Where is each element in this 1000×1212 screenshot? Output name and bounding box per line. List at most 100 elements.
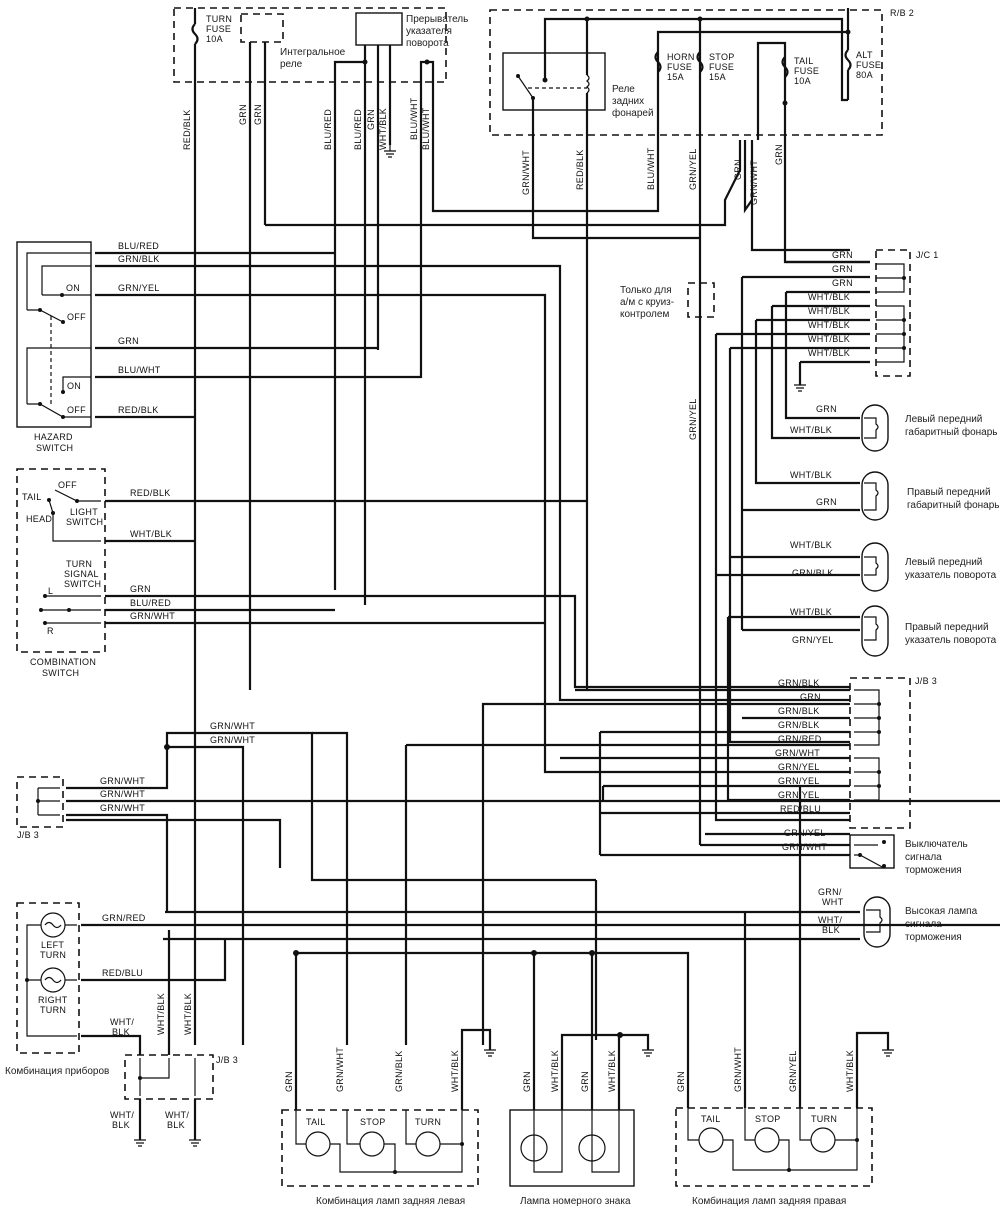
license-lamp-label: Лампа номерного знака <box>520 1196 631 1207</box>
horn-fuse-rating: 15A <box>667 72 684 82</box>
rb2-vertical-wires <box>531 140 870 847</box>
rear-right-turn-label: TURN <box>811 1114 837 1124</box>
flasher-unit <box>355 12 403 46</box>
flasher-label-3: поворота <box>406 38 449 49</box>
wire-label: BLU/RED <box>323 109 333 150</box>
tail-fuse-rating: 10A <box>794 76 811 86</box>
cruise-only-label-3: контролем <box>620 309 669 320</box>
wire-label: RED/BLK <box>130 488 171 498</box>
light-off-label: OFF <box>58 480 77 490</box>
wire-label: WHT/BLK <box>378 108 388 150</box>
wire-label: GRN/RED <box>778 734 822 744</box>
right-turn-label-2: TURN <box>40 1005 66 1015</box>
integral-relay-label: Интегральное <box>280 47 346 58</box>
bulb-icon <box>864 417 879 439</box>
hazard-off-label: OFF <box>67 312 86 322</box>
left-front-turn-label: Левый передний <box>905 557 982 568</box>
wire-label: BLU/WHT <box>646 147 656 190</box>
wire-label: GRN/WHT <box>749 160 759 205</box>
hazard-switch-label: HAZARD <box>34 432 73 442</box>
hazard-on-label: ON <box>66 283 80 293</box>
wire-label: GRN/WHT <box>733 1047 743 1092</box>
alt-fuse-icon <box>844 49 852 71</box>
wire-label: GRN <box>800 692 821 702</box>
turn-r-label: R <box>47 626 54 636</box>
high-mount-stop-lamp: Высокая лампа сигнала торможения GRN/ WH… <box>163 887 978 948</box>
bulb-icon <box>864 482 879 511</box>
wire-label: GRN/WHT <box>210 735 255 745</box>
rear-left-stop-label: STOP <box>360 1117 386 1127</box>
left-front-marker-lamp: Левый передний габаритный фонарь GRN WHT… <box>790 404 998 452</box>
ground-icon <box>794 384 806 392</box>
turn-fuse-rating: 10A <box>206 34 223 44</box>
right-front-marker-lamp: Правый передний габаритный фонарь WHT/BL… <box>790 470 1000 521</box>
ground-icon <box>189 1139 201 1147</box>
turn-bulb-icon <box>415 1131 441 1157</box>
wire-label: GRN/WHT <box>782 842 827 852</box>
wire-label: GRN <box>118 336 139 346</box>
wire-label: GRN/YEL <box>118 283 160 293</box>
wire-label: GRN/WHT <box>521 150 531 195</box>
combination-switch-wires: RED/BLK WHT/BLK GRN BLU/RED GRN/WHT <box>105 488 850 689</box>
turn-bulb-icon <box>810 1127 836 1153</box>
left-front-turn-label-2: указатель поворота <box>905 570 997 581</box>
junction-block-jb3-bottom: J/B 3 WHT/ BLK WHT/ BLK <box>110 1054 238 1147</box>
wire-label: GRN <box>733 159 743 180</box>
right-front-marker-label-2: габаритный фонарь <box>907 499 1000 511</box>
right-front-turn-label: Правый передний <box>905 622 989 633</box>
light-tail-label: TAIL <box>22 492 42 502</box>
wire-label: GRN <box>130 584 151 594</box>
wire-label: GRN/WHT <box>775 748 820 758</box>
rear-right-label: Комбинация ламп задняя правая <box>692 1195 846 1207</box>
tail-relay-label-3: фонарей <box>612 107 654 119</box>
relay-contact-icon <box>517 75 534 99</box>
wire-label: RED/BLK <box>118 405 159 415</box>
wire-label: WHT <box>822 897 844 907</box>
integral-relay-box <box>240 13 284 43</box>
stop-switch-label-3: торможения <box>905 865 962 876</box>
light-switch-label-2: SWITCH <box>66 517 103 527</box>
jc1-wires: GRN GRN GRN WHT/BLK WHT/BLK WHT/BLK WHT/… <box>714 250 870 822</box>
stop-fuse-icon <box>696 51 704 73</box>
right-front-turn-lamp: Правый передний указатель поворота WHT/B… <box>790 605 997 657</box>
hazard-switch-label-2: SWITCH <box>36 443 73 453</box>
jb3-left-label: J/B 3 <box>17 830 39 840</box>
wire-label: WHT/BLK <box>450 1050 460 1092</box>
hazard-off-label-2: OFF <box>67 405 86 415</box>
wire-label: WHT/BLK <box>808 334 850 344</box>
right-turn-label: RIGHT <box>38 995 68 1005</box>
high-stop-label-3: торможения <box>905 932 962 943</box>
wire-label: GRN/WHT <box>335 1047 345 1092</box>
rb2-label: R/B 2 <box>890 8 914 18</box>
wire-label: BLU/RED <box>118 241 159 251</box>
wire-label: GRN/YEL <box>688 148 698 190</box>
wire-label: WHT/BLK <box>156 993 166 1035</box>
light-switch-label: LIGHT <box>70 507 98 517</box>
jb3-right-wires: GRN/BLK GRN GRN/BLK GRN/BLK GRN/RED GRN/… <box>404 617 850 1045</box>
wire-label: WHT/BLK <box>607 1050 617 1092</box>
rear-left-combination-lamp: Комбинация ламп задняя левая TAIL STOP T… <box>281 1028 496 1207</box>
wire-label: WHT/BLK <box>845 1050 855 1092</box>
tail-fuse-label-2: FUSE <box>794 66 819 76</box>
relay-coil-icon <box>586 74 590 94</box>
wire-label: BLU/WHT <box>118 365 161 375</box>
left-turn-label: LEFT <box>41 940 64 950</box>
ground-icon <box>484 1049 496 1057</box>
stop-fuse-rating: 15A <box>709 72 726 82</box>
wire-label: GRN/YEL <box>778 776 820 786</box>
integral-relay-label-2: реле <box>280 59 303 70</box>
turn-fuse-icon <box>191 23 199 45</box>
wire-label: GRN/BLK <box>792 568 834 578</box>
bulb-icon <box>866 909 883 933</box>
wire-label: BLK <box>112 1027 130 1037</box>
junction-connector-jc1: J/C 1 <box>875 249 938 377</box>
right-front-marker-label: Правый передний <box>907 487 991 498</box>
left-turn-label-2: TURN <box>40 950 66 960</box>
wire-label: GRN <box>366 109 376 130</box>
horn-fuse-label-2: FUSE <box>667 62 692 72</box>
tail-relay-label-2: задних <box>612 96 644 107</box>
wire-label: GRN/BLK <box>778 678 820 688</box>
tail-relay-label: Реле <box>612 84 635 95</box>
wire-label: GRN/BLK <box>778 706 820 716</box>
wire-label: BLK <box>822 925 840 935</box>
